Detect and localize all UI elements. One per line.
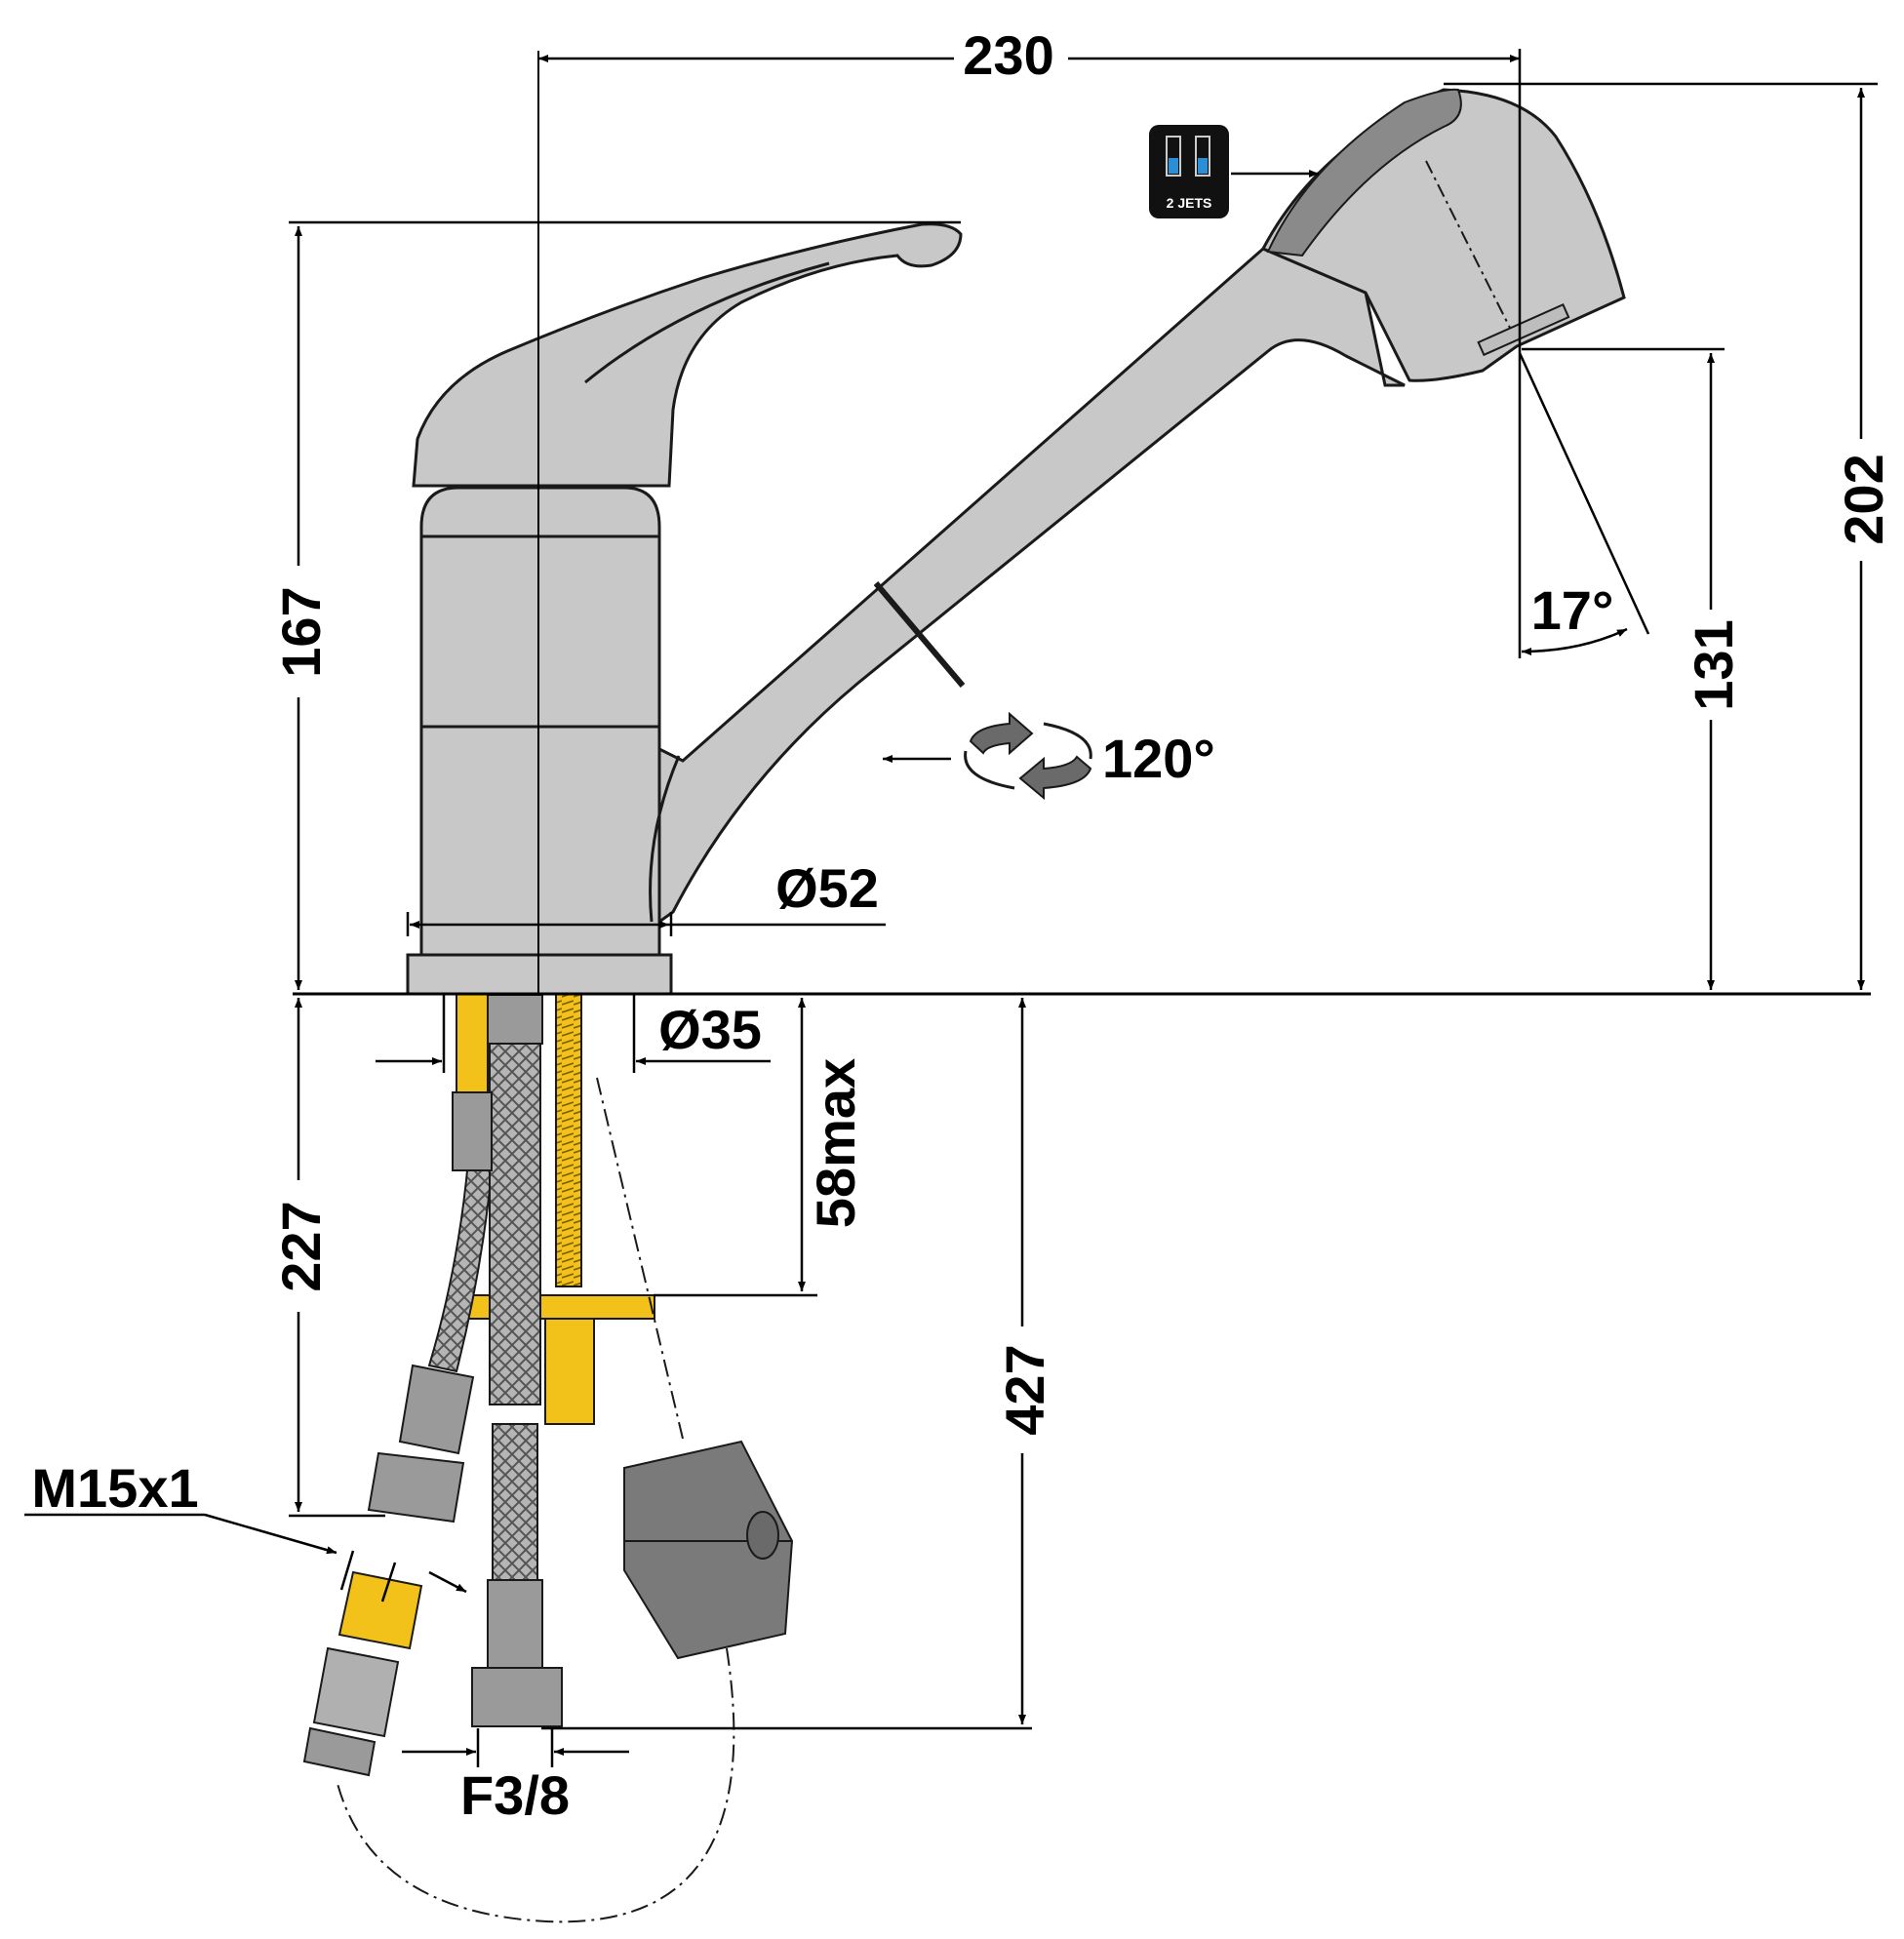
hose-center xyxy=(489,1043,541,1405)
hose-center-lower xyxy=(492,1423,538,1581)
dim-pullout-length: 427 xyxy=(994,1344,1055,1435)
hose-left-crimp xyxy=(398,1364,475,1455)
rotation-arrows-icon xyxy=(964,711,1092,801)
dim-hose-length: 227 xyxy=(270,1201,332,1291)
dim-body-diameter: Ø52 xyxy=(775,857,879,919)
dim-height-spout: 202 xyxy=(1833,454,1894,544)
hose-center-nut xyxy=(471,1667,563,1727)
dim-tilt-angle: 17° xyxy=(1531,579,1614,641)
adapter-brass xyxy=(337,1570,423,1650)
two-jets-badge: 2 JETS xyxy=(1149,125,1229,218)
faucet-body xyxy=(406,88,1626,996)
two-jets-icon xyxy=(1166,136,1210,177)
dim-shank-diameter: Ø35 xyxy=(658,999,762,1060)
counterweight-hole xyxy=(746,1511,779,1560)
dimension-lines xyxy=(24,49,1878,1767)
mounting-stud xyxy=(555,993,582,1287)
dimension-labels: 230 202 131 17° 167 120° Ø52 Ø35 58max 2… xyxy=(31,24,1894,1826)
dim-height-outlet: 131 xyxy=(1683,619,1744,710)
hose-loop-path xyxy=(336,1077,735,1923)
spray-head-button xyxy=(1266,88,1462,257)
underside-assembly xyxy=(302,993,794,1923)
dim-height-body: 167 xyxy=(270,586,332,677)
body-lower xyxy=(419,725,661,957)
adapter-body xyxy=(312,1646,400,1738)
stud-sleeve xyxy=(456,993,489,1094)
dim-width-total: 230 xyxy=(963,24,1053,86)
hose-left-nut xyxy=(367,1451,465,1524)
bracket-nut xyxy=(544,1318,595,1425)
hose-left-fitting xyxy=(452,1091,493,1171)
dim-swivel-angle: 120° xyxy=(1102,728,1215,789)
spout-joint xyxy=(873,581,966,688)
spout-arm-underside xyxy=(649,755,681,923)
spray-head-inner-line xyxy=(1425,160,1518,342)
counterweight xyxy=(623,1440,794,1660)
hose-center-crimp xyxy=(487,1579,543,1669)
badge-label: 2 JETS xyxy=(1167,195,1212,211)
adapter-tail xyxy=(302,1726,377,1777)
hose-left xyxy=(427,1160,495,1373)
spout-arm xyxy=(657,247,1406,925)
dim-connection: F3/8 xyxy=(460,1764,570,1826)
lever-highlight xyxy=(584,261,830,384)
hose-top-fitting xyxy=(487,994,543,1045)
lever-handle xyxy=(412,222,963,488)
dim-max-counter: 58max xyxy=(805,1058,866,1228)
dim-thread: M15x1 xyxy=(31,1457,198,1519)
